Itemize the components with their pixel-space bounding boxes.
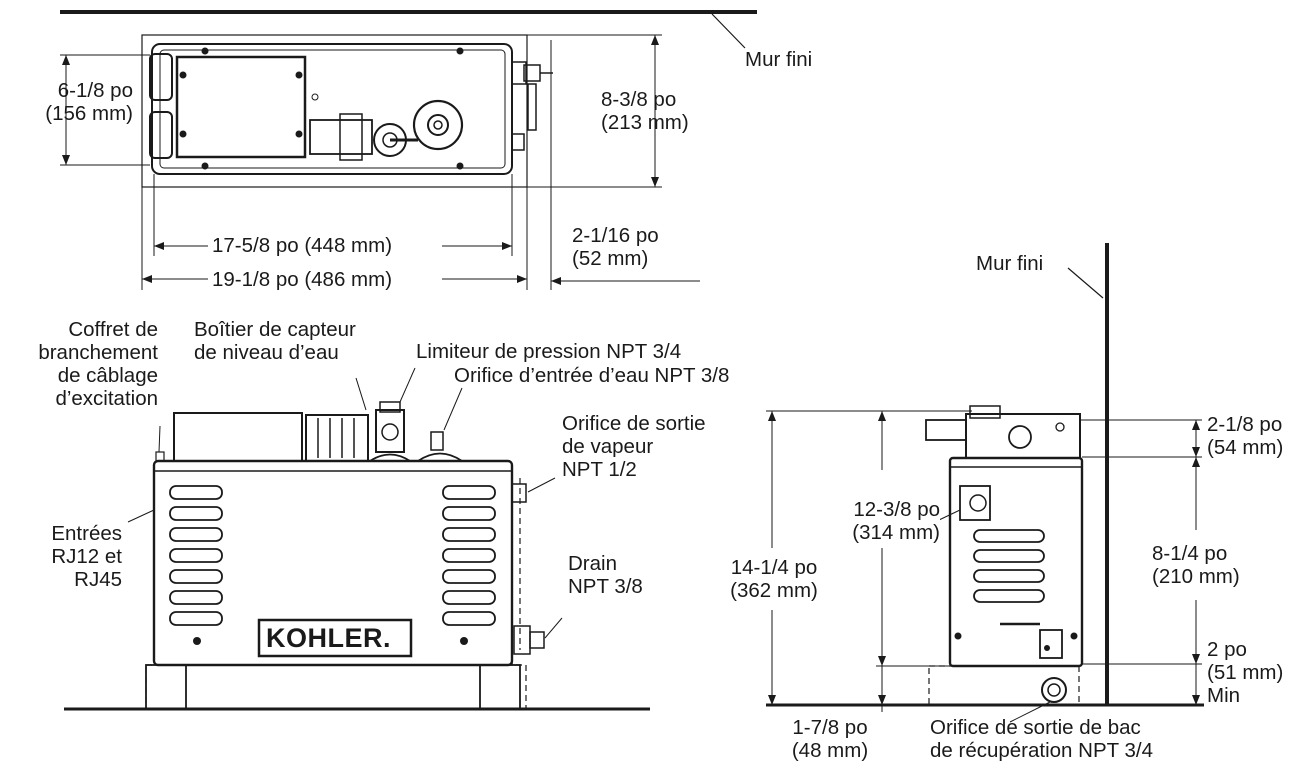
- dim-base-height: 1-7/8 po (48 mm): [791, 716, 869, 762]
- dim-min-clearance: 2 po (51 mm) Min: [1207, 638, 1284, 707]
- dim-height-overall: 14-1/4 po (362 mm): [712, 556, 836, 602]
- wall-label-top: Mur fini: [745, 48, 813, 71]
- kohler-logo: KOHLER.: [266, 623, 391, 653]
- label-drip-pan-outlet: Orifice de sortie de bac de récupération…: [930, 716, 1153, 762]
- dim-depth-overall: 8-3/8 po (213 mm): [601, 88, 689, 134]
- dim-wall-clearance: 2-1/16 po (52 mm): [572, 224, 659, 270]
- top-view-envelope: [141, 34, 528, 188]
- label-sensor-housing: Boîtier de capteur de niveau d’eau: [194, 318, 356, 364]
- top-view-unit-body: [151, 43, 513, 175]
- dim-width-unit: 17-5/8 po (448 mm): [212, 234, 393, 257]
- dim-top-section: 2-1/8 po (54 mm): [1207, 413, 1284, 459]
- wall-label-side: Mur fini: [976, 252, 1044, 275]
- dim-depth-unit: 6-1/8 po (156 mm): [45, 79, 133, 125]
- top-view-control-box: [175, 55, 307, 159]
- front-left-louvres: [169, 485, 223, 626]
- top-view: [60, 10, 757, 290]
- label-pressure-limiter: Limiteur de pression NPT 3/4: [416, 340, 682, 363]
- dim-width-overall: 19-1/8 po (486 mm): [212, 268, 393, 291]
- front-right-louvres: [442, 485, 496, 626]
- label-drain: Drain NPT 3/8: [568, 552, 643, 598]
- dim-mid-section: 8-1/4 po (210 mm): [1152, 542, 1240, 588]
- label-rj-inputs: Entrées RJ12 et RJ45: [51, 522, 122, 591]
- dim-height-body: 12-3/8 po (314 mm): [818, 498, 940, 544]
- kohler-logo-box: [257, 618, 413, 658]
- label-water-inlet: Orifice d’entrée d’eau NPT 3/8: [454, 364, 730, 387]
- label-junction-box: Coffret de branchement de câblage d’exci…: [38, 318, 158, 410]
- label-steam-outlet: Orifice de sortie de vapeur NPT 1/2: [562, 412, 706, 481]
- side-view: [766, 243, 1204, 723]
- side-louvres: [973, 529, 1045, 603]
- front-view: [64, 367, 650, 711]
